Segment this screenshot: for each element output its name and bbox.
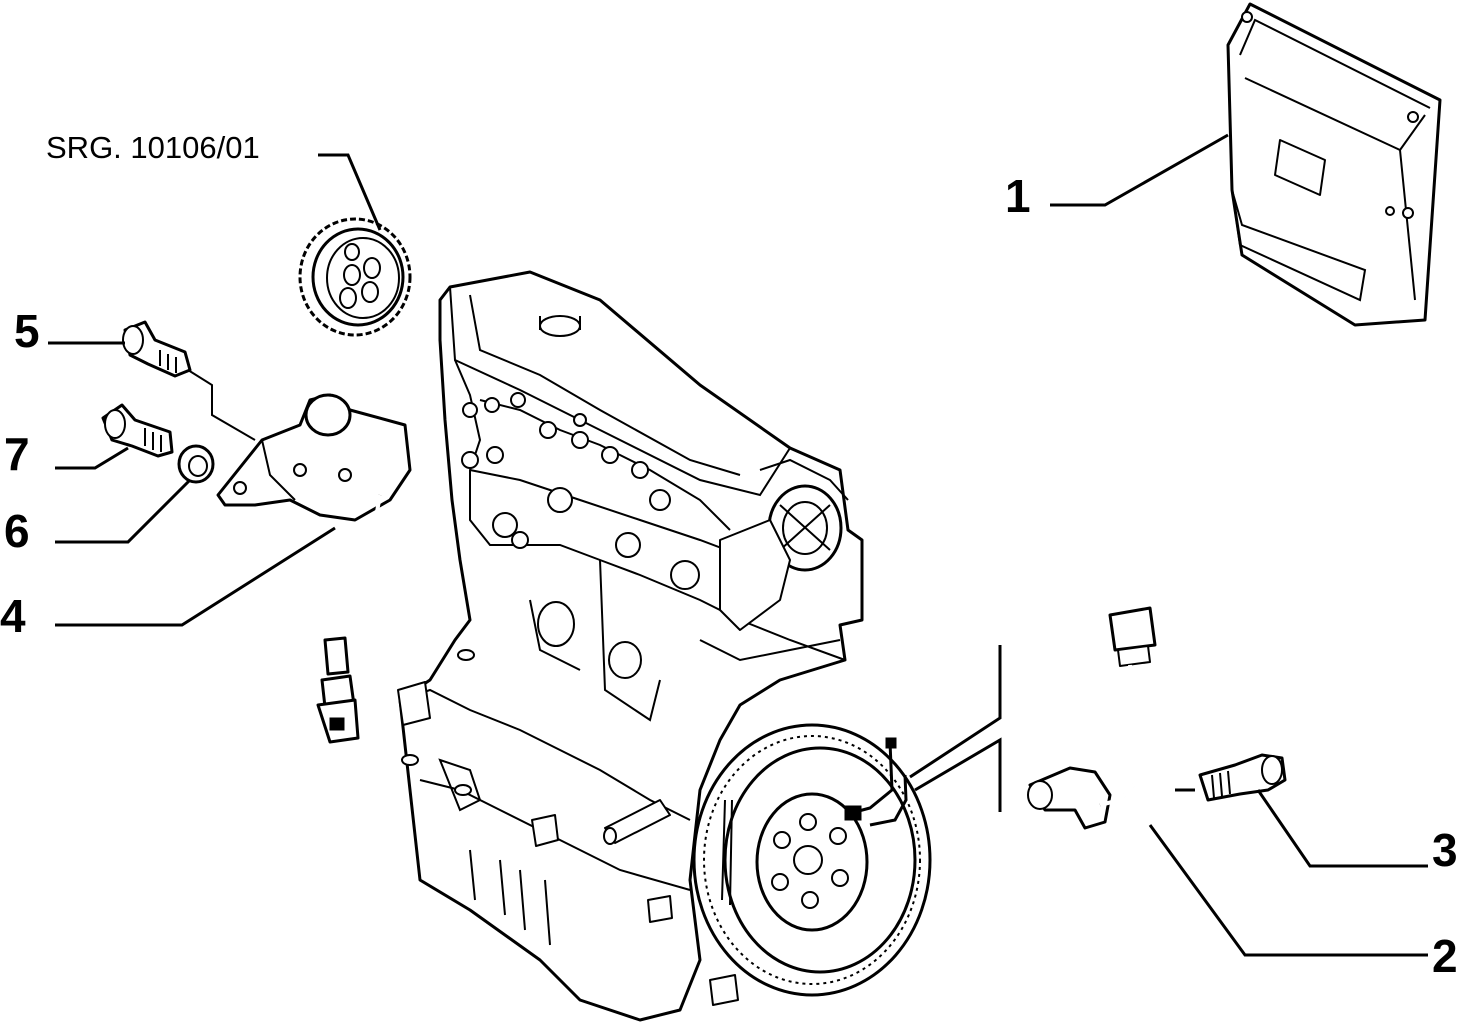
washer-6-drawing (177, 444, 215, 484)
timing-pulley-drawing (298, 217, 412, 337)
installed-sensor-drawing (844, 737, 908, 827)
callout-5: 5 (14, 305, 40, 357)
callout-4: 4 (0, 590, 26, 642)
callout-7: 7 (4, 428, 30, 480)
reference-label: SRG. 10106/01 (46, 130, 260, 165)
flywheel-drawing (692, 723, 932, 997)
bolt-3-drawing (1198, 753, 1287, 802)
bolt-7-drawing (101, 403, 174, 458)
callout-6: 6 (4, 505, 30, 557)
engine-block-drawing (397, 270, 864, 1022)
ecu-module-drawing (1226, 2, 1442, 327)
callout-3: 3 (1432, 824, 1458, 876)
cam-sensor-bracket-drawing (216, 393, 412, 744)
bolt-5-drawing (122, 320, 192, 378)
callout-2: 2 (1432, 930, 1458, 982)
callout-1: 1 (1005, 170, 1031, 222)
crank-sensor-drawing (1027, 606, 1195, 830)
leader-lines (48, 133, 1428, 957)
